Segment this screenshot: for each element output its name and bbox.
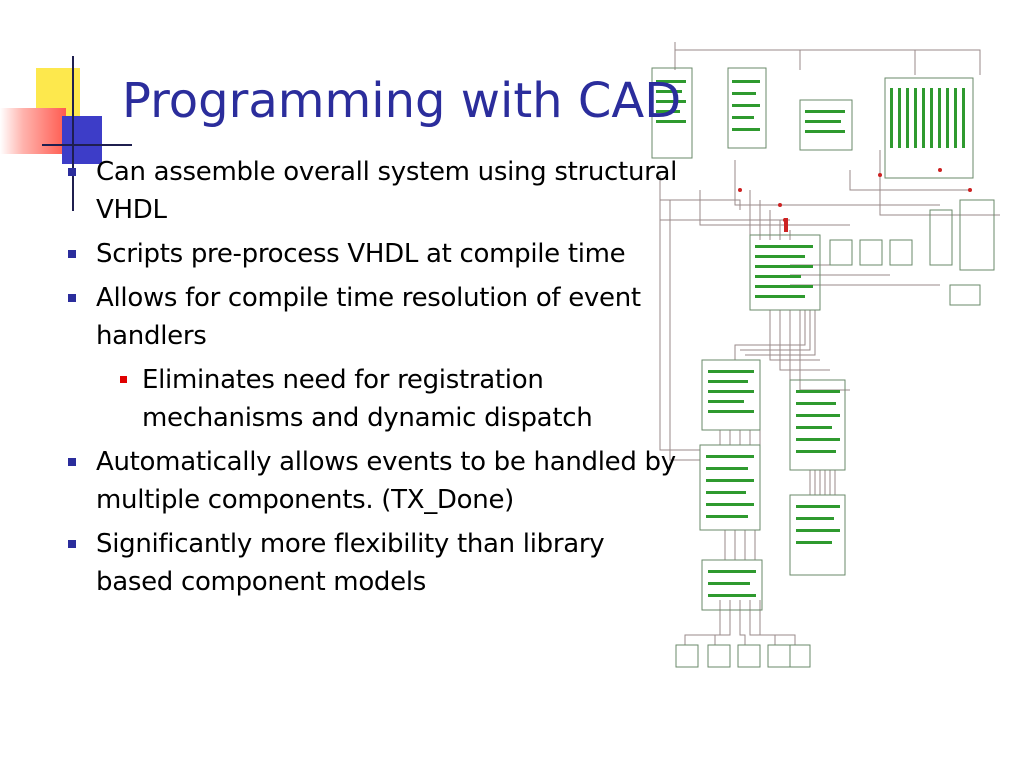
slide-title: Programming with CAD: [122, 73, 682, 129]
schematic-red-junctions: [738, 168, 972, 232]
schematic-wires: [659, 42, 1000, 645]
bullet-item: Significantly more flexibility than libr…: [62, 525, 682, 601]
logo-horizontal-line: [42, 144, 132, 146]
bullet-text: Significantly more flexibility than libr…: [96, 529, 605, 597]
bullet-item: Allows for compile time resolution of ev…: [62, 279, 682, 355]
bullet-square-icon: [68, 540, 76, 548]
sub-bullet-item: Eliminates need for registration mechani…: [108, 361, 682, 437]
schematic-pin-labels: [656, 80, 965, 597]
bullet-item: Scripts pre-process VHDL at compile time: [62, 235, 682, 273]
logo-red-square: [0, 108, 66, 154]
schematic-blocks: [651, 67, 995, 668]
sub-bullet-text: Eliminates need for registration mechani…: [142, 365, 593, 433]
bullet-text: Scripts pre-process VHDL at compile time: [96, 239, 626, 269]
bullet-text: Can assemble overall system using struct…: [96, 157, 678, 225]
bullet-square-icon: [68, 250, 76, 258]
bullet-square-icon: [68, 458, 76, 466]
bullet-item: Can assemble overall system using struct…: [62, 153, 682, 229]
sub-bullet-square-icon: [120, 376, 127, 383]
bullet-square-icon: [68, 294, 76, 302]
corner-logo-decoration: [0, 40, 132, 211]
logo-blue-square: [62, 116, 102, 164]
bullet-text: Allows for compile time resolution of ev…: [96, 283, 641, 351]
vhdl-schematic-diagram: [651, 42, 1000, 668]
bullet-square-icon: [68, 168, 76, 176]
logo-vertical-line: [72, 56, 74, 211]
bullet-text: Automatically allows events to be handle…: [96, 447, 676, 515]
bullet-item: Automatically allows events to be handle…: [62, 443, 682, 519]
bullet-list: Can assemble overall system using struct…: [62, 153, 682, 607]
